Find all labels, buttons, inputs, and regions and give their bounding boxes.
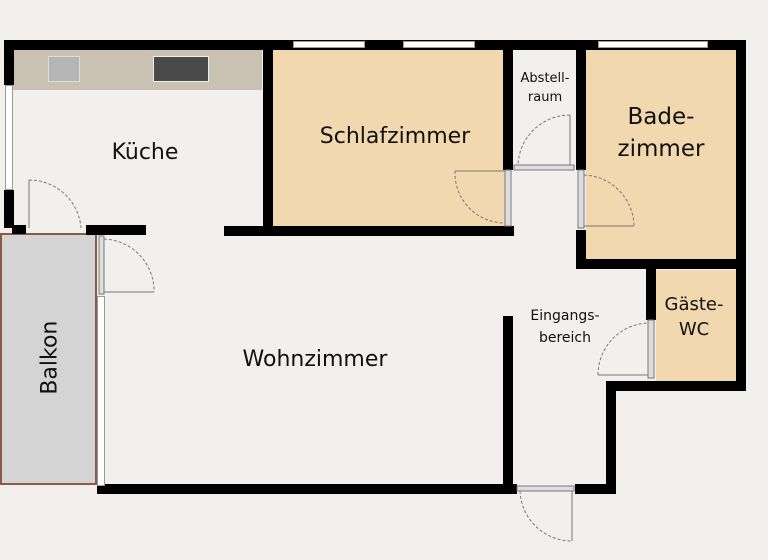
wall	[575, 484, 616, 494]
wall	[606, 381, 616, 493]
wall	[86, 225, 146, 235]
bathroom-floor	[586, 48, 736, 260]
room-label-living: Wohnzimmer	[242, 347, 388, 372]
room-label-guest-wc: Gäste- WC	[654, 294, 734, 340]
bathroom-line2: zimmer	[617, 136, 705, 163]
wall	[646, 265, 656, 320]
wall	[606, 381, 746, 391]
room-label-bathroom: Bade- zimmer	[606, 104, 716, 163]
guest-wc-line2: WC	[678, 318, 710, 340]
guest-wc-line1: Gäste-	[664, 294, 724, 315]
room-label-bedroom: Schlafzimmer	[319, 124, 471, 149]
wall	[97, 484, 517, 494]
room-label-entrance: Eingangs- bereich	[522, 308, 608, 346]
storage-line2: raum	[527, 89, 563, 105]
room-label-storage: Abstell- raum	[513, 71, 577, 106]
wall	[4, 190, 14, 228]
wall	[263, 40, 273, 232]
wall	[576, 230, 586, 268]
sink-icon	[48, 56, 80, 82]
room-label-kitchen: Küche	[111, 140, 179, 165]
wall	[503, 40, 513, 170]
wall	[12, 225, 26, 234]
window	[598, 41, 708, 48]
window	[293, 41, 365, 48]
wall	[224, 226, 514, 236]
bathroom-line1: Bade-	[627, 104, 695, 130]
balcony-floor	[0, 233, 97, 485]
window	[97, 296, 105, 486]
room-label-balcony: Balkon	[37, 320, 63, 395]
window	[5, 85, 13, 190]
wall	[4, 40, 14, 85]
wall	[576, 259, 746, 269]
wall	[576, 40, 586, 170]
window	[403, 41, 475, 48]
bedroom-floor	[272, 48, 506, 228]
entrance-line1: Eingangs-	[530, 308, 600, 324]
entrance-line2: bereich	[538, 330, 592, 347]
wall	[4, 40, 740, 50]
wall	[736, 40, 746, 390]
wall	[503, 316, 513, 492]
storage-line1: Abstell-	[520, 71, 570, 86]
guest-wc-floor	[656, 270, 736, 382]
stove-icon	[153, 56, 209, 82]
